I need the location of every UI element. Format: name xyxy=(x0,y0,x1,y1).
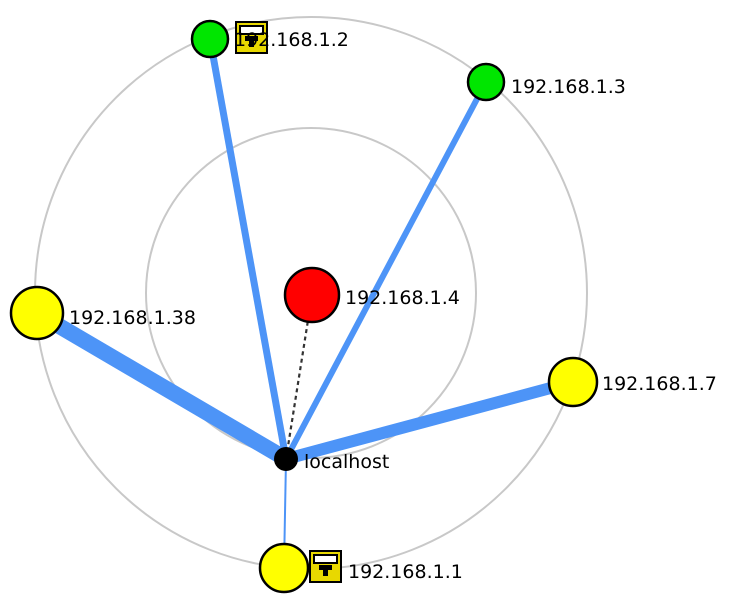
localhost-label: localhost xyxy=(304,451,389,473)
link-h38 xyxy=(32,306,291,466)
host-circle-h4[interactable] xyxy=(283,266,341,324)
host-label-h3: 192.168.1.3 xyxy=(511,76,626,98)
host-label-h38: 192.168.1.38 xyxy=(69,307,196,329)
host-node-h3[interactable]: 192.168.1.3 xyxy=(466,62,626,102)
localhost-circle[interactable] xyxy=(274,447,298,471)
host-circle-h7[interactable] xyxy=(547,356,599,408)
host-label-h1: 192.168.1.1 xyxy=(348,561,463,583)
link-h2 xyxy=(206,38,290,460)
host-circle-h1[interactable] xyxy=(258,542,310,594)
lock-icon xyxy=(309,550,342,583)
host-node-h2[interactable]: 192.168.1.2 xyxy=(190,19,349,59)
host-label-h4: 192.168.1.4 xyxy=(345,287,460,309)
host-label-h2: 192.168.1.2 xyxy=(234,29,349,51)
link-h7 xyxy=(284,376,575,465)
host-node-h38[interactable]: 192.168.1.38 xyxy=(9,285,196,341)
host-circle-h38[interactable] xyxy=(9,285,65,341)
link-h3 xyxy=(283,80,489,461)
host-node-h1[interactable]: 192.168.1.1 xyxy=(258,542,463,594)
host-circle-h3[interactable] xyxy=(466,62,506,102)
host-label-h7: 192.168.1.7 xyxy=(602,373,717,395)
host-node-h7[interactable]: 192.168.1.7 xyxy=(547,356,717,408)
lock-icon xyxy=(235,21,268,54)
host-circle-h2[interactable] xyxy=(190,19,230,59)
localhost-node[interactable]: localhost xyxy=(274,447,389,473)
host-node-h4[interactable]: 192.168.1.4 xyxy=(283,266,460,324)
nodes: 192.168.1.2 192.168.1.3 192.168.1.4 192.168… xyxy=(9,19,717,594)
